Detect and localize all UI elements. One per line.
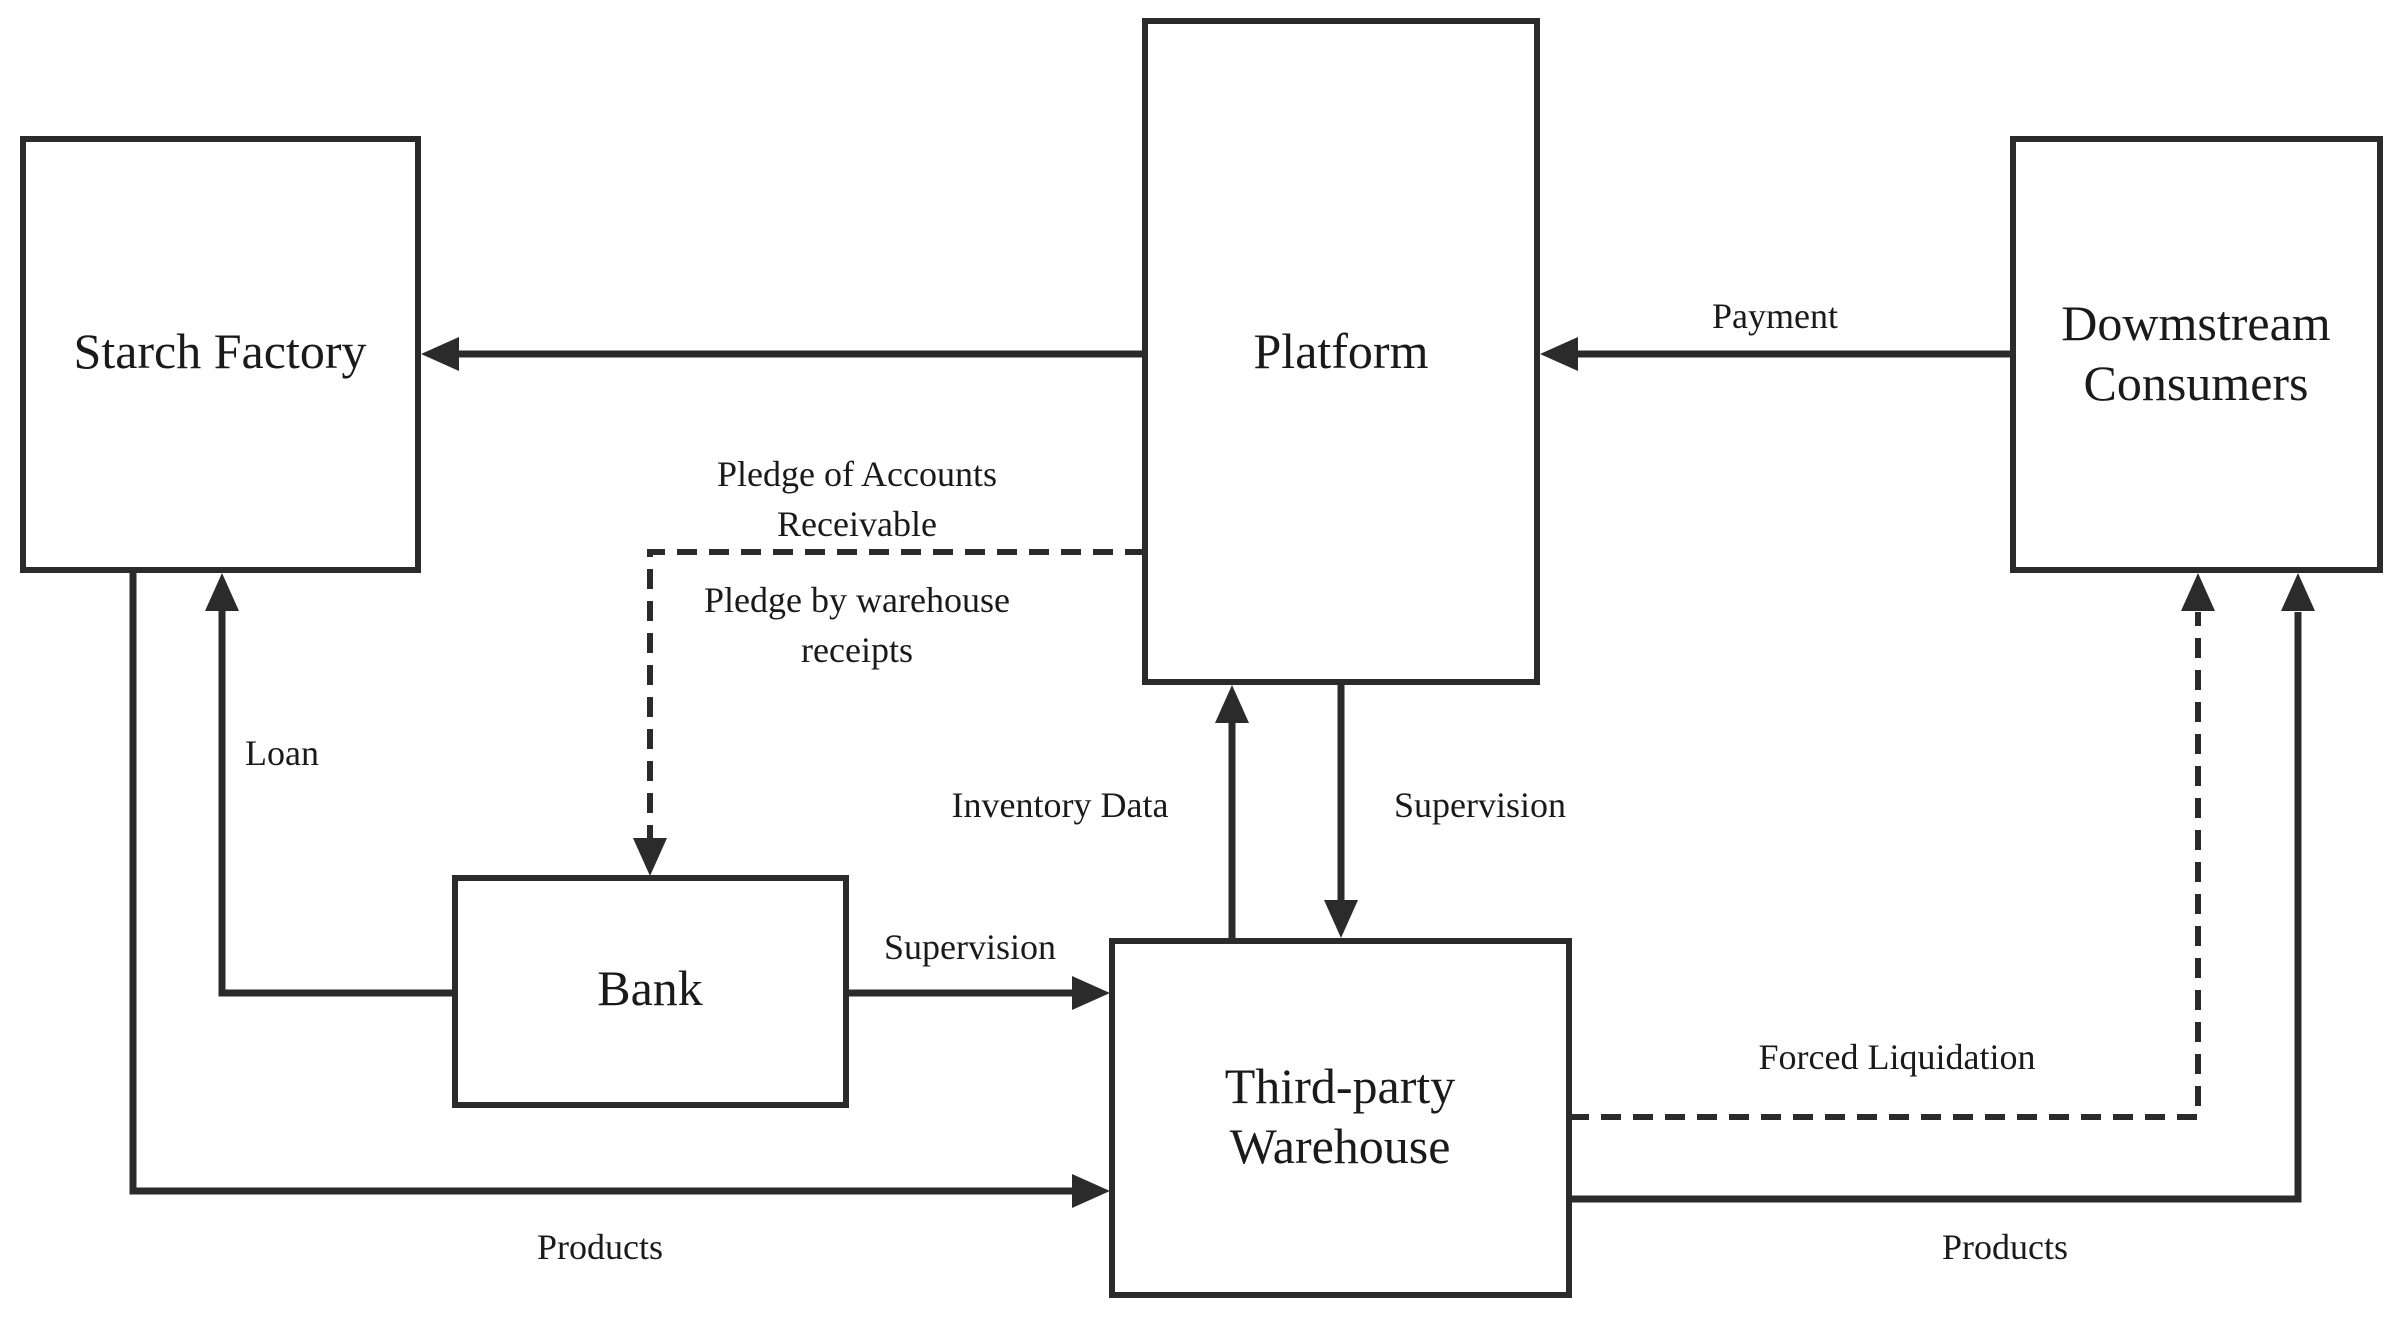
downstream-consumers-node: Dowmstream Consumers	[2010, 136, 2383, 573]
platform-supervision-arrow: Supervision	[1324, 682, 1566, 938]
downstream-consumers-label-line1: Dowmstream	[2061, 295, 2330, 351]
inventory-data-label: Inventory Data	[952, 785, 1169, 825]
forced-liquidation-label: Forced Liquidation	[1759, 1037, 2036, 1077]
pledge-accounts-label-line2: Receivable	[777, 504, 937, 544]
warehouse-label-line2: Warehouse	[1230, 1118, 1451, 1174]
forced-liquidation-arrow: Forced Liquidation	[1569, 573, 2215, 1120]
consumer-products-arrow: Products	[1569, 573, 2315, 1267]
pledge-dashed-arrow	[633, 549, 1145, 876]
factory-products-label: Products	[537, 1227, 663, 1267]
loan-label: Loan	[245, 733, 319, 773]
downstream-consumers-label-line2: Consumers	[2084, 355, 2309, 411]
payment-arrow: Payment	[1540, 296, 2013, 371]
bank-supervision-arrow: Supervision	[846, 927, 1110, 1010]
bank-supervision-label: Supervision	[884, 927, 1056, 967]
loan-arrow: Loan	[205, 573, 455, 997]
pledge-warehouse-label-line1: Pledge by warehouse	[704, 580, 1010, 620]
platform-supervision-label: Supervision	[1394, 785, 1566, 825]
bank-label: Bank	[597, 960, 703, 1016]
bank-node: Bank	[452, 875, 849, 1108]
platform-label: Platform	[1254, 323, 1429, 379]
warehouse-label-line1: Third-party	[1225, 1058, 1455, 1114]
inventory-data-arrow: Inventory Data	[952, 685, 1249, 941]
starch-factory-label: Starch Factory	[74, 323, 367, 379]
consumer-products-label: Products	[1942, 1227, 2068, 1267]
payment-label: Payment	[1712, 296, 1838, 336]
warehouse-node: Third-party Warehouse	[1109, 938, 1572, 1298]
pledge-accounts-label-line1: Pledge of Accounts	[717, 454, 997, 494]
pledge-warehouse-label-line2: receipts	[801, 630, 913, 670]
platform-to-factory-arrow	[421, 337, 1145, 371]
platform-node: Platform	[1142, 18, 1540, 685]
starch-factory-node: Starch Factory	[20, 136, 421, 573]
factory-products-arrow: Products	[129, 570, 1110, 1267]
